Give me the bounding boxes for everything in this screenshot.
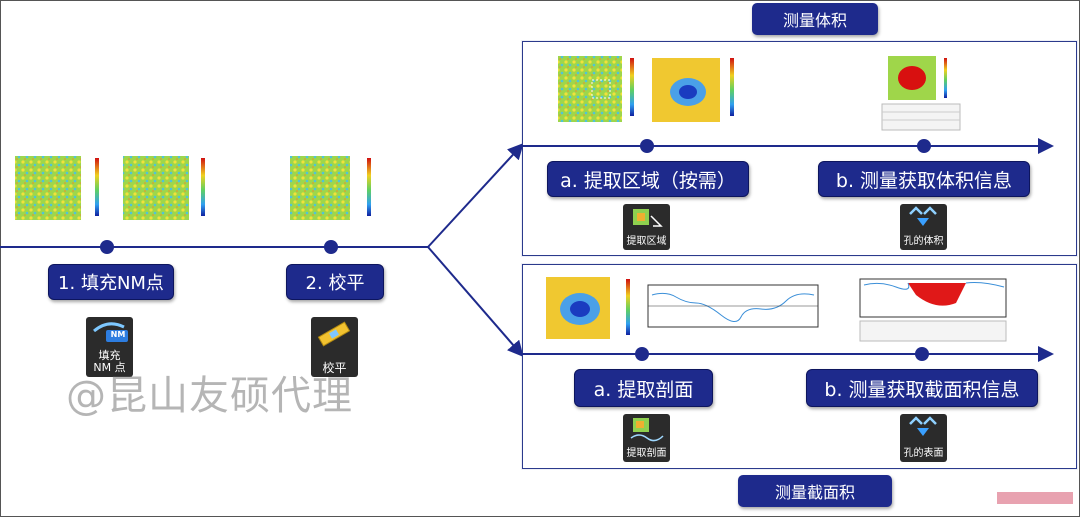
fill-nm-tile[interactable]: NM 填充 NM 点 <box>86 317 133 377</box>
level-icon <box>317 321 351 347</box>
fill-nm-label: 填充 NM 点 <box>93 349 126 374</box>
section-title-tag: 测量截面积 <box>738 475 892 507</box>
hole-surface-label: 孔的表面 <box>903 448 944 459</box>
branch-down-line <box>427 246 524 358</box>
watermark-text: @昆山友硕代理 <box>66 373 353 419</box>
profile-extraction <box>546 277 819 339</box>
volume-b-node <box>917 139 931 153</box>
pink-marker <box>997 492 1073 504</box>
extract-profile-tile[interactable]: 提取剖面 <box>623 414 670 462</box>
section-area-result <box>859 278 1007 342</box>
extract-region-maps <box>558 56 734 122</box>
branch-up-line <box>427 143 524 248</box>
step2-node <box>324 240 338 254</box>
section-b-label: b. 测量获取截面积信息 <box>806 369 1038 407</box>
hole-surface-tile[interactable]: 孔的表面 <box>900 414 947 462</box>
hole-volume-label: 孔的体积 <box>903 236 944 247</box>
nm-badge: NM <box>110 330 126 339</box>
volume-title-tag: 测量体积 <box>752 3 878 35</box>
step1-label: 1. 填充NM点 <box>48 264 174 300</box>
volume-result-map <box>881 56 961 131</box>
extract-region-label: 提取区域 <box>626 236 667 247</box>
hole-volume-tile[interactable]: 孔的体积 <box>900 204 947 250</box>
extract-region-icon <box>633 209 663 227</box>
hole-surface-icon <box>909 416 937 436</box>
hole-volume-icon <box>909 206 937 226</box>
volume-a-node <box>640 139 654 153</box>
section-a-label: a. 提取剖面 <box>574 369 713 407</box>
level-label: 校平 <box>322 361 347 375</box>
extract-region-tile[interactable]: 提取区域 <box>623 204 670 250</box>
section-b-node <box>915 347 929 361</box>
level-tile[interactable]: 校平 <box>311 317 358 377</box>
leveled-map <box>290 156 371 220</box>
surface-map-after <box>123 156 189 220</box>
step2-label: 2. 校平 <box>286 264 384 300</box>
extract-profile-label: 提取剖面 <box>626 448 667 459</box>
surface-map-before <box>15 156 81 220</box>
volume-a-label: a. 提取区域（按需） <box>547 161 749 197</box>
fill-nm-icon <box>93 322 128 342</box>
volume-b-label: b. 测量获取体积信息 <box>818 161 1030 197</box>
extract-profile-icon <box>630 418 664 442</box>
step1-node <box>100 240 114 254</box>
section-a-node <box>635 347 649 361</box>
fill-nm-maps <box>15 156 205 220</box>
